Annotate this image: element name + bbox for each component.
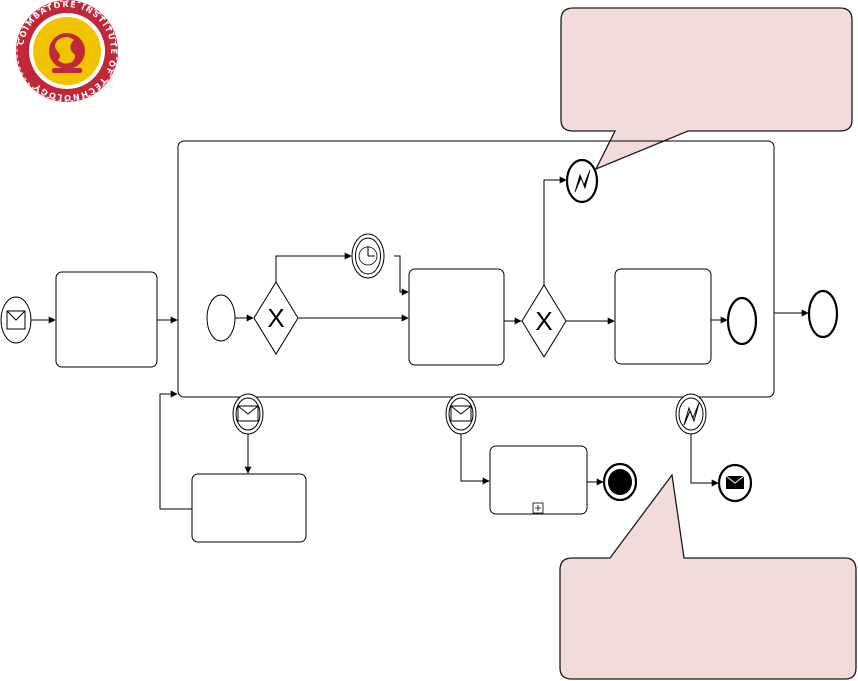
sequence-flows xyxy=(31,176,809,510)
boundary-message-event-1 xyxy=(232,393,264,435)
boundary-message-event-2 xyxy=(445,393,477,435)
envelope-icon xyxy=(6,310,26,330)
subprocess-container xyxy=(177,140,775,398)
message-end-event xyxy=(717,463,753,503)
message-start-event xyxy=(0,296,32,344)
terminate-end-event xyxy=(602,462,638,502)
exclusive-gateway-1: X xyxy=(253,281,299,355)
task-4 xyxy=(191,473,307,543)
clock-icon xyxy=(358,246,378,266)
inner-start-event xyxy=(206,294,236,342)
outer-end-event xyxy=(807,289,839,339)
flow-error-to-message-end xyxy=(690,434,719,487)
flow-gateway1-to-timer xyxy=(275,252,352,282)
flow-message2-to-collapsed xyxy=(460,434,490,485)
flow-task4-to-subprocess xyxy=(159,390,192,510)
task-2 xyxy=(408,268,505,366)
boundary-error-event xyxy=(675,393,707,435)
collapsed-subprocess xyxy=(489,445,588,515)
x-icon: X xyxy=(535,306,552,336)
task-1 xyxy=(55,271,158,368)
flow-timer-to-task2 xyxy=(394,255,409,296)
lightning-icon xyxy=(574,169,591,193)
plus-icon xyxy=(532,502,544,514)
task-3 xyxy=(614,268,712,365)
exclusive-gateway-2: X xyxy=(521,284,567,358)
callout-bottom xyxy=(559,473,857,680)
callout-top xyxy=(560,7,853,171)
lightning-icon xyxy=(683,402,700,426)
inner-end-event xyxy=(726,296,758,346)
error-end-event-top xyxy=(565,158,599,204)
x-icon: X xyxy=(267,303,284,333)
envelope-icon xyxy=(450,405,472,422)
envelope-icon xyxy=(725,475,745,489)
institute-logo: COIMBATORE INSTITUTE OF TECHNOLOGY xyxy=(16,0,118,102)
envelope-icon xyxy=(237,405,259,422)
flow-gateway2-to-error xyxy=(543,176,567,285)
timer-intermediate-event xyxy=(351,233,385,279)
